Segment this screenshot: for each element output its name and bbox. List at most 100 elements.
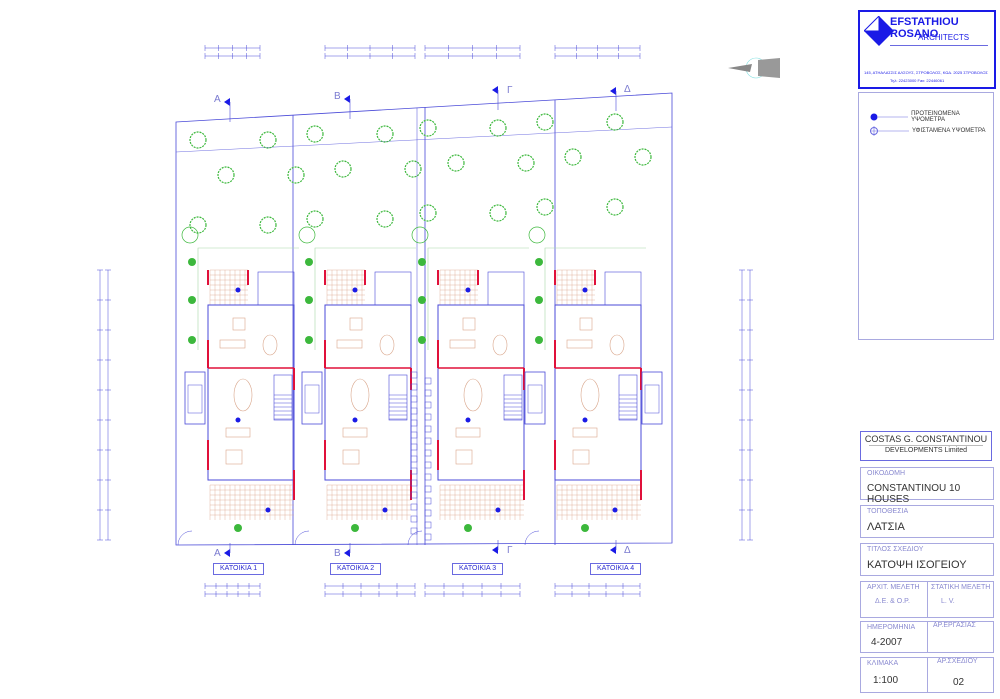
paving-stone [424, 461, 432, 469]
house-label-2: ΚΑΤΟΙΚΙΑ 2 [330, 563, 382, 575]
parked-car [524, 371, 546, 425]
staircase [388, 374, 408, 421]
tree-icon [404, 160, 422, 178]
gate-swing [294, 530, 310, 546]
tree-icon [606, 113, 624, 131]
sofa [336, 339, 363, 349]
paving-stone [410, 491, 418, 499]
section-arrow-icon [492, 546, 498, 554]
sofa [566, 339, 593, 349]
dining-table [609, 334, 625, 356]
paving-stone [410, 383, 418, 391]
paving-stone [410, 407, 418, 415]
proposed-level-icon [465, 417, 471, 423]
proposed-level-icon [582, 287, 588, 293]
house-label-1: ΚΑΤΟΙΚΙΑ 1 [213, 563, 265, 575]
tree-icon [306, 125, 324, 143]
house-outline [437, 304, 525, 481]
staircase [618, 374, 638, 421]
section-arrow-icon [224, 98, 230, 106]
section-marker-g-top: Γ [507, 85, 513, 96]
shrub-icon [188, 336, 196, 344]
tree-icon [259, 216, 277, 234]
location-field: ΤΟΠΟΘΕΣΙΑ ΛΑΤΣΙΑ [860, 505, 994, 538]
tree-icon [217, 166, 235, 184]
proposed-level-icon [352, 287, 358, 293]
parked-car [304, 384, 320, 414]
parked-car [641, 371, 663, 425]
proposed-level-icon [465, 287, 471, 293]
tree-icon [411, 226, 429, 244]
date-job-fields: ΗΜΕΡΟΜΗΝΙΑ 4-2007 ΑΡ.ΕΡΓΑΣΙΑΣ [860, 621, 994, 653]
architect-logo-icon [864, 16, 894, 46]
staircase [273, 374, 293, 421]
legend-item-proposed: ΠΡΟΤΕΙΝΟΜΕΝΑ ΥΨΟΜΕΤΡΑ [869, 111, 993, 123]
shrub-icon [535, 336, 543, 344]
proposed-level-icon [612, 507, 618, 513]
coffee-table [572, 449, 590, 465]
legend: ΠΡΟΤΕΙΝΟΜΕΝΑ ΥΨΟΜΕΤΡΑ ΥΦΙΣΤΑΜΕΝΑ ΥΨΟΜΕΤΡ… [858, 92, 994, 340]
study-fields: ΑΡΧΙΤ. ΜΕΛΕΤΗ Δ.Ε. & Ο.Ρ. ΣΤΑΤΙΚΗ ΜΕΛΕΤΗ… [860, 581, 994, 618]
shrub-icon [305, 258, 313, 266]
tree-icon [189, 131, 207, 149]
coffee-table [455, 449, 473, 465]
tree-icon [634, 148, 652, 166]
paving-stone [410, 431, 418, 439]
tree-icon [536, 198, 554, 216]
section-marker-d-bottom: Δ [624, 545, 631, 556]
paving-stone [424, 437, 432, 445]
proposed-level-icon [235, 287, 241, 293]
tree-icon [536, 113, 554, 131]
section-marker-a-bottom: Α [214, 548, 221, 559]
firm-phone: Τηλ: 22423000 Fax: 22446061 [890, 78, 945, 83]
proposed-level-icon [582, 417, 588, 423]
firm-subtitle: ARCHITECTS [918, 33, 970, 42]
tree-icon [181, 226, 199, 244]
shrub-icon [188, 296, 196, 304]
coffee-table [342, 449, 360, 465]
house-outline [324, 304, 412, 481]
tree-icon [447, 154, 465, 172]
tree-icon [528, 226, 546, 244]
section-marker-g-bottom: Γ [507, 545, 513, 556]
paving-stone [424, 413, 432, 421]
sofa [342, 427, 368, 438]
armchair [349, 317, 363, 331]
paving-stone [424, 425, 432, 433]
paving-stone [424, 497, 432, 505]
house-label-4: ΚΑΤΟΙΚΙΑ 4 [590, 563, 642, 575]
section-arrow-icon [344, 95, 350, 103]
tree-icon [334, 160, 352, 178]
tree-icon [489, 204, 507, 222]
drawing-title-field: ΤΙΤΛΟΣ ΣΧΕΔΙΟΥ ΚΑΤΟΨΗ ΙΣΟΓΕΙΟΥ [860, 543, 994, 576]
dining-table [379, 334, 395, 356]
armchair [232, 317, 246, 331]
shrub-icon [535, 258, 543, 266]
paving-stone [410, 371, 418, 379]
garden-outline [197, 247, 299, 350]
tree-icon [419, 119, 437, 137]
shrub-icon [581, 524, 589, 532]
existing-level-icon [870, 126, 909, 136]
section-arrow-icon [610, 87, 616, 95]
section-marker-d-top: Δ [624, 84, 631, 95]
shrub-icon [418, 296, 426, 304]
garden-outline [427, 247, 529, 350]
paving-stone [410, 467, 418, 475]
firm-address: 145, ΑΤΗΑΛΑΣΣΙΣ ΑΛΣΟΥΣ, ΣΤΡΟΒΟΛΟΣ, ΚΩΔ. … [864, 70, 988, 75]
proposed-level-icon [352, 417, 358, 423]
client-block: COSTAS G. CONSTANTINOU DEVELOPMENTS Limi… [860, 431, 992, 461]
garden-outline [544, 247, 646, 350]
dining-table [350, 378, 370, 412]
house-outline [554, 304, 642, 481]
kitchen-counter [374, 271, 412, 306]
kitchen-counter [604, 271, 642, 306]
tree-icon [189, 216, 207, 234]
proposed-level-icon [382, 507, 388, 513]
garden-outline [314, 247, 416, 350]
tree-icon [517, 154, 535, 172]
shrub-icon [535, 296, 543, 304]
proposed-level-icon [235, 417, 241, 423]
coffee-table [225, 449, 243, 465]
paving-stone [424, 401, 432, 409]
